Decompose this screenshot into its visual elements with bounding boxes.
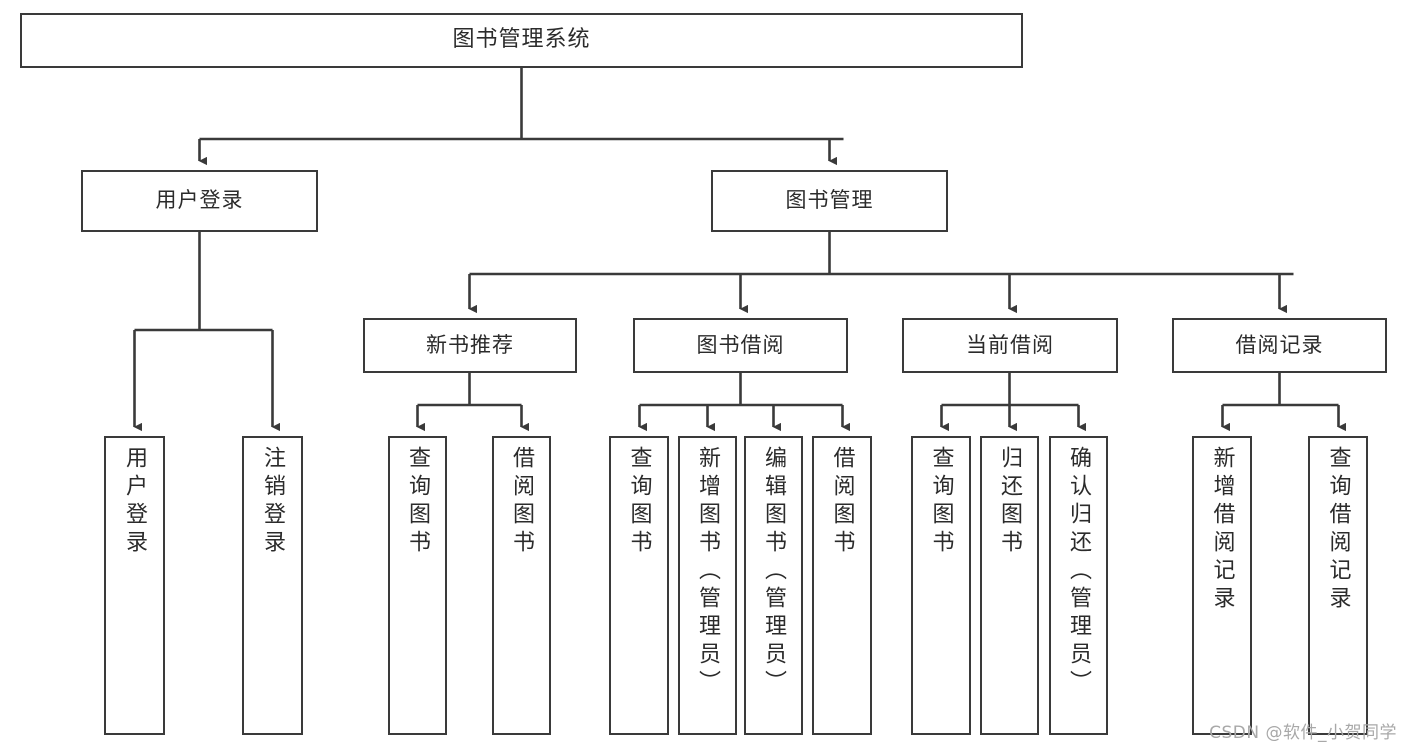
node-leaf-query-book-1[interactable]: 查询图书: [388, 436, 447, 735]
node-user-login[interactable]: 用户登录: [81, 170, 318, 232]
node-leaf-edit-book[interactable]: 编辑图书（管理员）: [744, 436, 803, 735]
csdn-watermark: CSDN @软件_小贺同学: [1209, 723, 1397, 743]
node-leaf-logout[interactable]: 注销登录: [242, 436, 303, 735]
node-leaf-return-book[interactable]: 归还图书: [980, 436, 1039, 735]
node-leaf-confirm-return-label: 确认归还（管理员）: [1066, 446, 1092, 698]
node-book-borrow-label: 图书借阅: [696, 332, 785, 357]
node-user-login-label: 用户登录: [155, 188, 244, 213]
node-new-book-recommend-label: 新书推荐: [426, 332, 514, 357]
node-leaf-add-book-label: 新增图书（管理员）: [695, 446, 721, 698]
node-book-management-label: 图书管理: [785, 188, 874, 213]
node-current-borrow[interactable]: 当前借阅: [902, 318, 1118, 373]
node-leaf-borrow-book-1[interactable]: 借阅图书: [492, 436, 551, 735]
node-leaf-edit-book-label: 编辑图书（管理员）: [761, 446, 787, 698]
node-leaf-query-book-2-label: 查询图书: [626, 446, 652, 558]
node-leaf-user-login-label: 用户登录: [122, 446, 148, 558]
node-root[interactable]: 图书管理系统: [20, 13, 1023, 68]
node-leaf-query-book-1-label: 查询图书: [405, 446, 431, 558]
node-book-management[interactable]: 图书管理: [711, 170, 948, 232]
node-leaf-query-record[interactable]: 查询借阅记录: [1308, 436, 1368, 735]
node-leaf-query-record-label: 查询借阅记录: [1325, 446, 1351, 614]
node-borrow-record-label: 借阅记录: [1235, 332, 1324, 357]
node-new-book-recommend[interactable]: 新书推荐: [363, 318, 577, 373]
node-leaf-borrow-book-2[interactable]: 借阅图书: [812, 436, 872, 735]
node-leaf-confirm-return[interactable]: 确认归还（管理员）: [1049, 436, 1108, 735]
node-leaf-logout-label: 注销登录: [260, 446, 286, 558]
node-leaf-query-book-2[interactable]: 查询图书: [609, 436, 669, 735]
node-root-label: 图书管理系统: [452, 27, 591, 53]
node-leaf-borrow-book-1-label: 借阅图书: [509, 446, 535, 558]
node-current-borrow-label: 当前借阅: [966, 332, 1054, 357]
node-book-borrow[interactable]: 图书借阅: [633, 318, 848, 373]
node-leaf-query-book-3-label: 查询图书: [928, 446, 954, 558]
node-leaf-borrow-book-2-label: 借阅图书: [829, 446, 855, 558]
node-leaf-query-book-3[interactable]: 查询图书: [911, 436, 971, 735]
node-leaf-user-login[interactable]: 用户登录: [104, 436, 165, 735]
node-leaf-return-book-label: 归还图书: [997, 446, 1023, 558]
node-leaf-add-record-label: 新增借阅记录: [1209, 446, 1235, 614]
node-leaf-add-book[interactable]: 新增图书（管理员）: [678, 436, 737, 735]
node-borrow-record[interactable]: 借阅记录: [1172, 318, 1387, 373]
node-leaf-add-record[interactable]: 新增借阅记录: [1192, 436, 1252, 735]
